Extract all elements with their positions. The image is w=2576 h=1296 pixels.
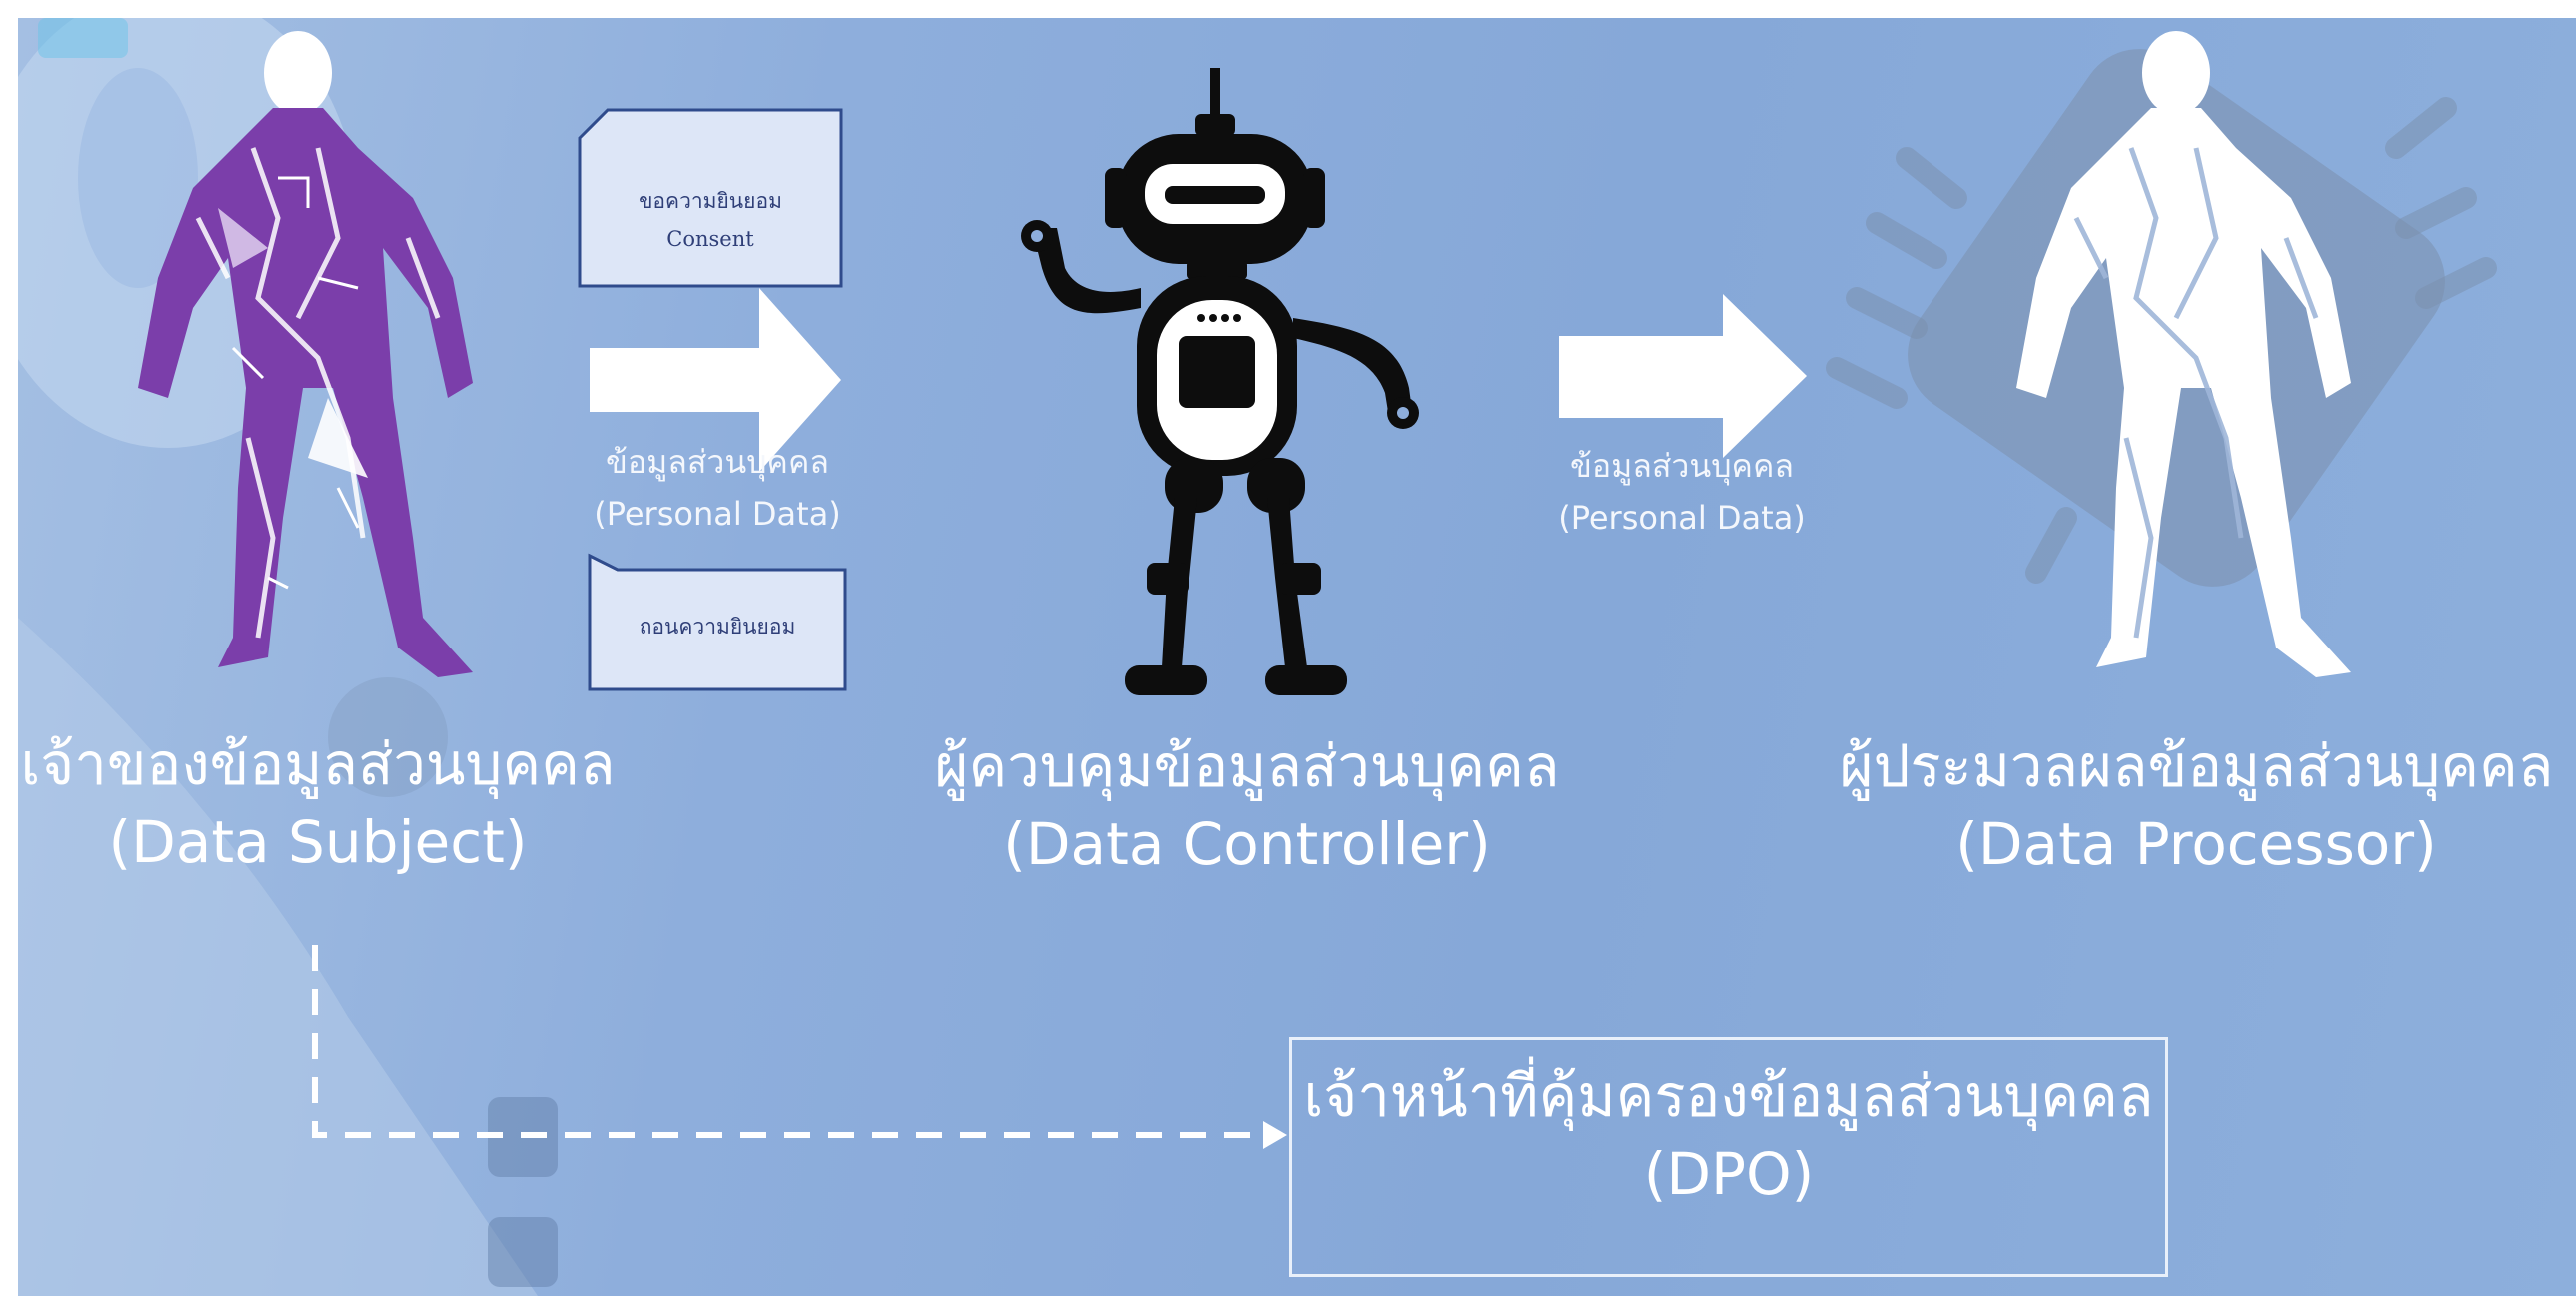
consent-note-line1: ขอความยินยอม [639, 189, 782, 213]
data-subject-label: เจ้าของข้อมูลส่วนบุคคล (Data Subject) [18, 725, 618, 881]
flow1-label: ข้อมูลส่วนบุคคล (Personal Data) [578, 436, 857, 540]
flow1-label-th: ข้อมูลส่วนบุคคล [606, 443, 829, 481]
consent-note-line2: Consent [666, 227, 754, 251]
data-controller-label-en: (Data Controller) [1003, 810, 1491, 878]
withdraw-note: ถอนความยินยอม [590, 608, 845, 646]
data-subject-figure-icon [138, 31, 473, 677]
data-controller-label: ผู้ควบคุมข้อมูลส่วนบุคคล (Data Controlle… [897, 727, 1597, 883]
consent-note: ขอความยินยอม Consent [580, 182, 841, 258]
flow1-label-en: (Personal Data) [594, 495, 841, 533]
flow-arrow-2 [1559, 294, 1807, 458]
headset-decoration [38, 18, 128, 58]
dpo-dashed-connector [312, 945, 1265, 1138]
flow2-label-en: (Personal Data) [1558, 499, 1806, 537]
data-controller-robot-icon [1021, 68, 1419, 695]
flow2-label-th: ข้อมูลส่วนบุคคล [1570, 447, 1794, 485]
dpo-box [1289, 1037, 2168, 1277]
shoulder-decoration [18, 618, 538, 1296]
data-processor-figure-icon [1826, 31, 2497, 677]
flow-arrow-1 [590, 288, 841, 472]
data-subject-label-th: เจ้าของข้อมูลส่วนบุคคล [20, 730, 616, 798]
withdraw-note-line1: ถอนความยินยอม [639, 615, 796, 639]
background-panel: ขอความยินยอม Consent ถอนความยินยอม ข้อมู… [18, 18, 2576, 1296]
dpo-label-en: (DPO) [1643, 1140, 1815, 1208]
data-processor-label-en: (Data Processor) [1955, 810, 2437, 878]
connector-decoration-2 [488, 1217, 558, 1287]
flow-arrows [312, 108, 1807, 1149]
data-subject-label-en: (Data Subject) [108, 808, 528, 876]
dpo-label-th: เจ้าหน้าที่คุ้มครองข้อมูลส่วนบุคคล [1303, 1062, 2154, 1130]
data-processor-label: ผู้ประมวลผลข้อมูลส่วนบุคคล (Data Process… [1827, 727, 2566, 883]
data-controller-label-th: ผู้ควบคุมข้อมูลส่วนบุคคล [934, 732, 1560, 800]
dpo-arrowhead [1263, 1121, 1287, 1149]
consent-note-shape [578, 108, 843, 288]
withdraw-note-shape [588, 553, 847, 691]
flow2-label: ข้อมูลส่วนบุคคล (Personal Data) [1547, 440, 1817, 544]
dpo-label: เจ้าหน้าที่คุ้มครองข้อมูลส่วนบุคคล (DPO) [1289, 1057, 2168, 1213]
gear-decoration [328, 677, 448, 797]
ear-decoration [78, 68, 198, 288]
data-processor-label-th: ผู้ประมวลผลข้อมูลส่วนบุคคล [1839, 732, 2554, 800]
